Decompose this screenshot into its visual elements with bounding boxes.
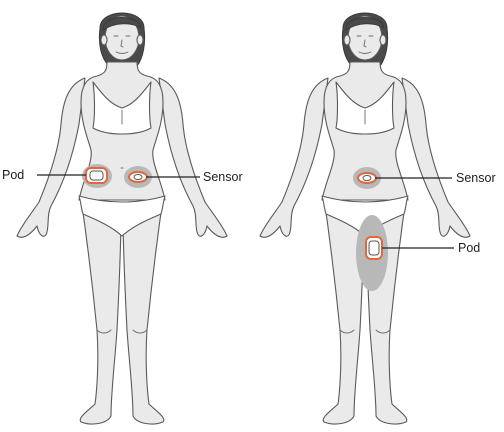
left-pod-label: Pod	[2, 168, 24, 182]
left-sensor-label: Sensor	[203, 170, 243, 184]
right-pod-label: Pod	[458, 241, 480, 255]
right-pod-site	[356, 215, 388, 291]
right-sensor-label: Sensor	[456, 171, 496, 185]
left-figure	[17, 13, 227, 424]
left-pod-site	[82, 164, 112, 188]
right-figure	[260, 13, 470, 424]
